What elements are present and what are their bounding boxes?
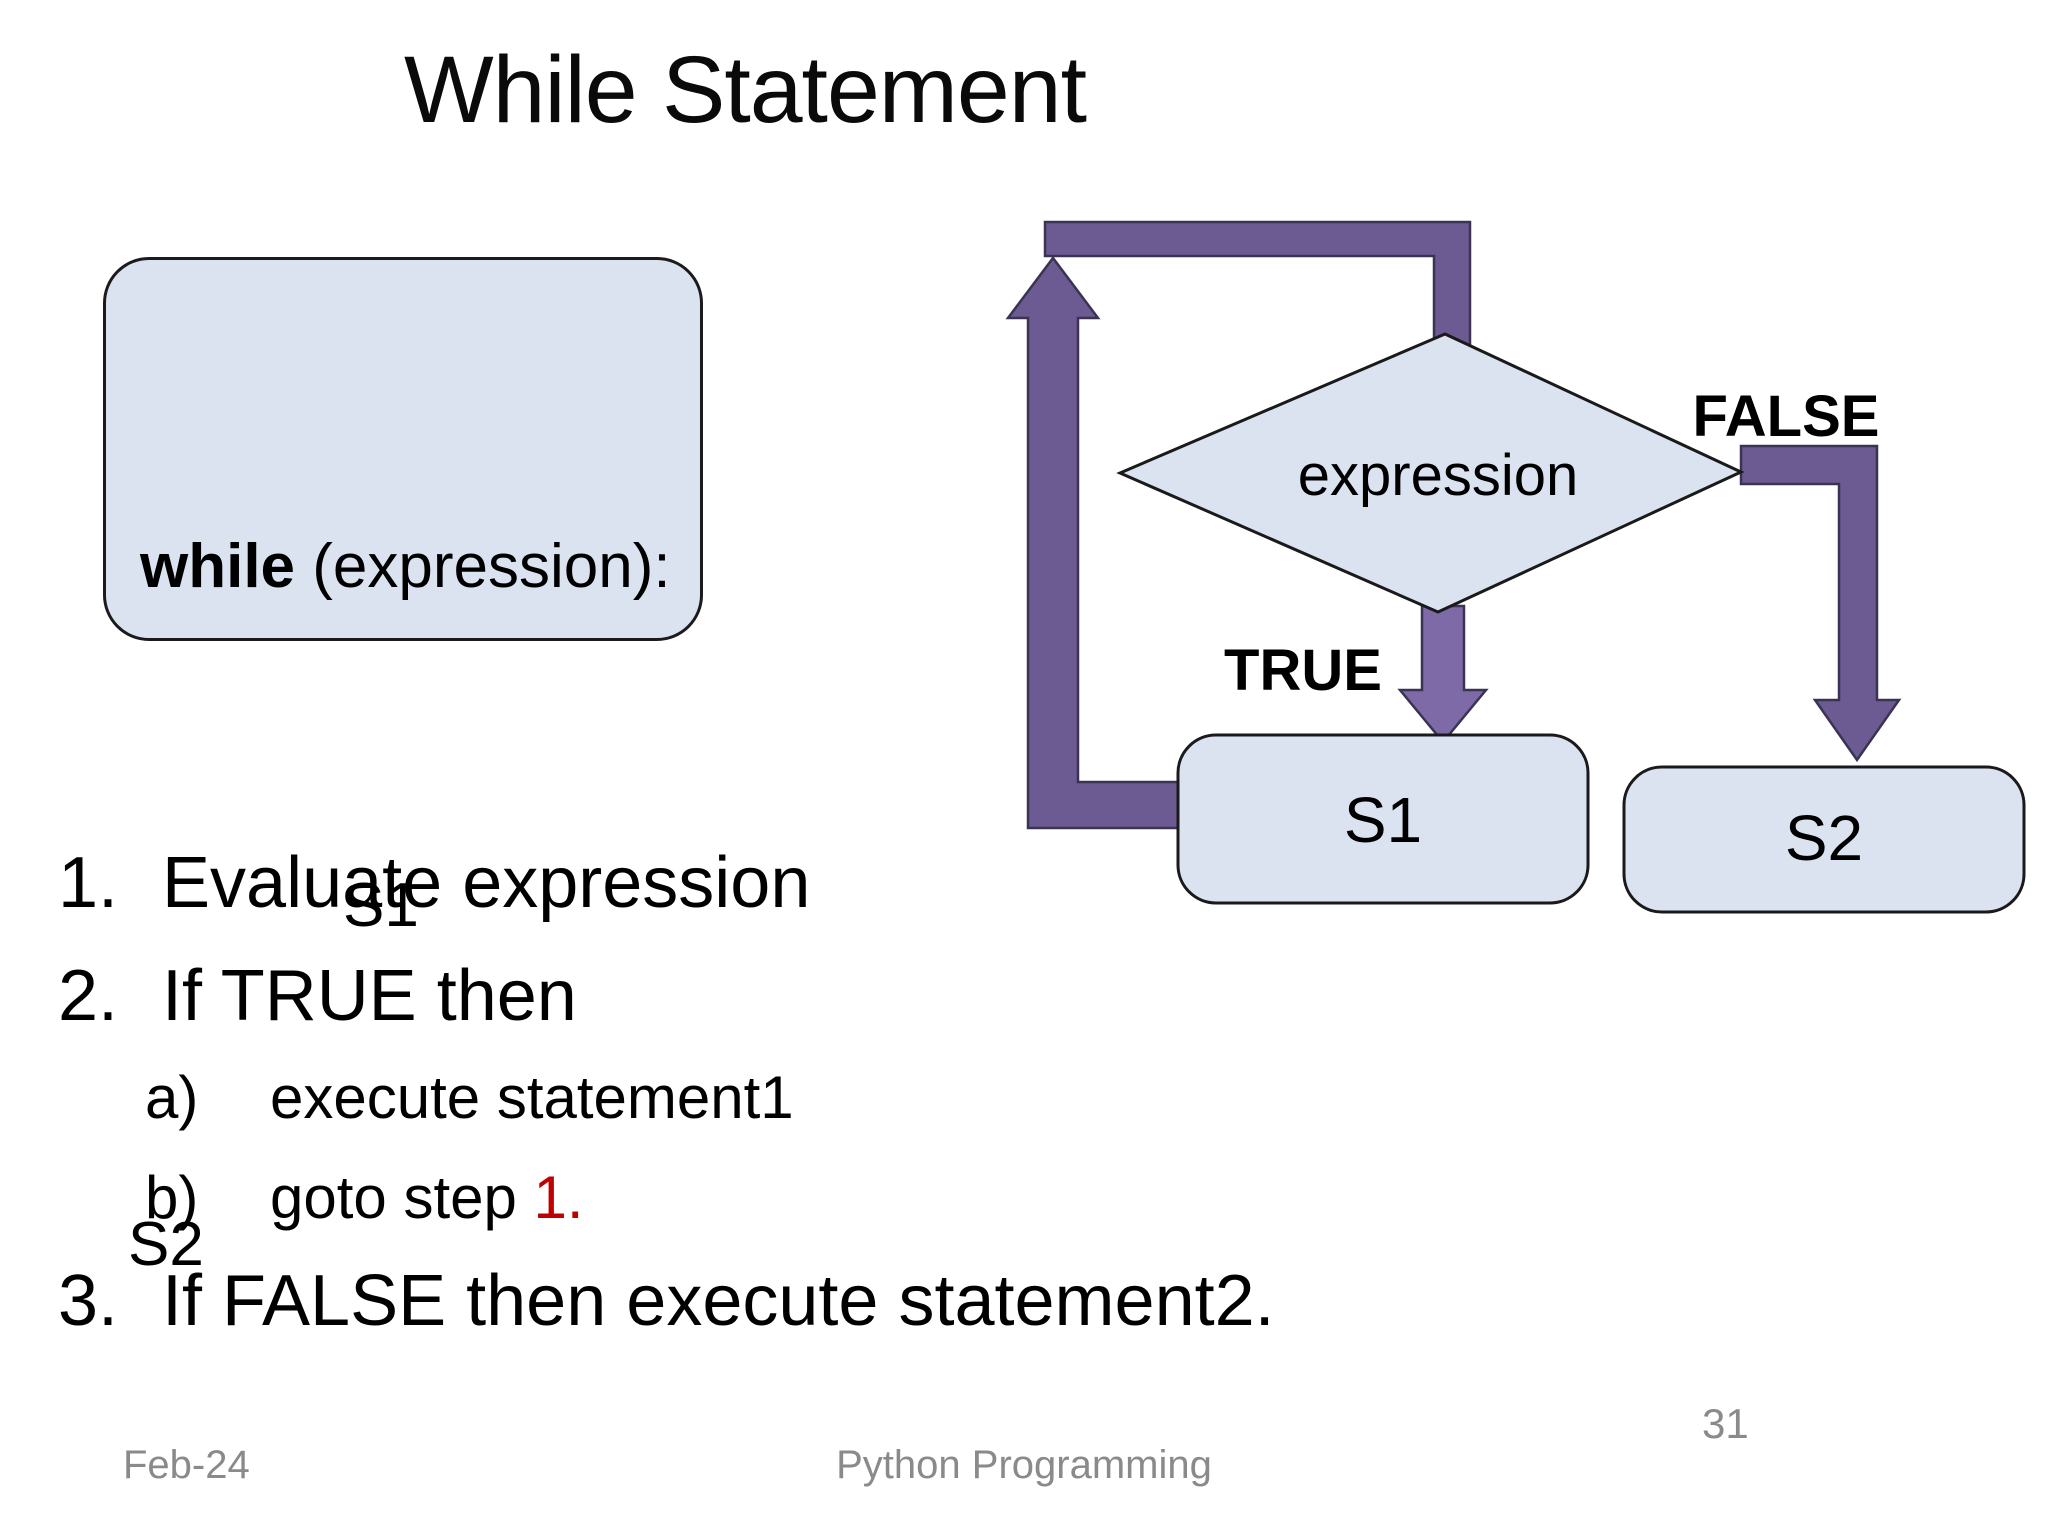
step-3-text: If FALSE then execute statement2. xyxy=(162,1261,1275,1341)
step-2a-text: execute statement1 xyxy=(270,1064,794,1131)
step-2a-marker: a) xyxy=(145,1064,199,1131)
footer-title: Python Programming xyxy=(836,1443,1212,1487)
step-2b-text-black: goto step xyxy=(270,1164,534,1231)
loop-back-arrow xyxy=(1005,255,1180,830)
false-label: FALSE xyxy=(1693,384,1880,449)
s1-box xyxy=(1176,733,1590,905)
step-2-text: If TRUE then xyxy=(162,956,577,1036)
code-line-while: while (expression): xyxy=(106,510,700,623)
s2-box xyxy=(1622,765,2026,914)
step-2b-text: goto step 1. xyxy=(270,1163,584,1232)
page-title: While Statement xyxy=(404,37,1087,143)
step-2-marker: 2. xyxy=(58,956,119,1036)
step-3-marker: 3. xyxy=(58,1261,119,1341)
step-2b-goto-target: 1. xyxy=(533,1164,584,1231)
true-branch-arrow xyxy=(1397,604,1489,744)
code-line-s1: S1 xyxy=(343,871,419,940)
footer-date: Feb-24 xyxy=(123,1443,250,1487)
decision-diamond xyxy=(1116,332,1745,614)
s1-box-label: S1 xyxy=(1344,784,1422,856)
s2-box-label: S2 xyxy=(1785,802,1863,874)
code-line-s2: S2 xyxy=(128,1210,204,1279)
page-number: 31 xyxy=(1702,1400,1749,1447)
step-1-marker: 1. xyxy=(58,843,119,923)
code-box: while (expression): S1 S2 xyxy=(103,257,703,1279)
false-branch-arrow xyxy=(1739,444,1902,763)
decision-diamond-label: expression xyxy=(1298,443,1578,508)
step-1-text: Evaluate expression xyxy=(162,843,811,923)
true-label: TRUE xyxy=(1224,638,1382,703)
code-keyword-while: while xyxy=(140,532,296,601)
code-expression: (expression): xyxy=(295,532,671,601)
step-2b-marker: b) xyxy=(145,1164,199,1231)
